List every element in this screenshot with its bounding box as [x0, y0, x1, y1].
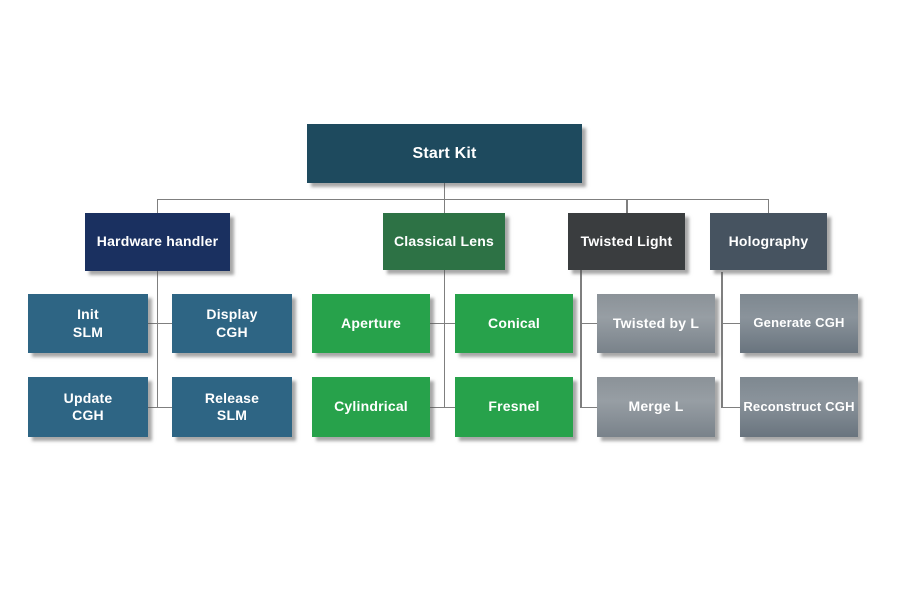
- connector-drop-hardware: [156, 198, 158, 214]
- connector-main-horizontal: [156, 198, 769, 200]
- node-generate-cgh: Generate CGH: [740, 294, 858, 353]
- node-cylindrical: Cylindrical: [312, 377, 430, 437]
- node-update-cgh: Update CGH: [28, 377, 148, 437]
- connector-root-drop: [443, 183, 445, 199]
- connector-stub-classical-row2: [430, 406, 455, 408]
- connector-trunk-classical: [443, 270, 445, 408]
- connector-drop-holography: [767, 198, 769, 214]
- connector-trunk-holography: [721, 272, 723, 408]
- node-conical: Conical: [455, 294, 573, 353]
- node-classical-lens: Classical Lens: [383, 213, 505, 270]
- connector-trunk-twisted: [580, 270, 582, 408]
- connector-trunk-hardware: [156, 271, 158, 408]
- connector-stub-hardware-row2: [148, 406, 172, 408]
- connector-stub-hardware-row1: [148, 322, 172, 324]
- node-twisted-light: Twisted Light: [568, 213, 685, 270]
- connector-stub-twisted-row2: [581, 406, 597, 408]
- node-display-cgh: Display CGH: [172, 294, 292, 353]
- connector-stub-holography-row1: [722, 322, 740, 324]
- connector-drop-twisted: [626, 198, 628, 214]
- connector-drop-classical: [443, 198, 445, 214]
- node-twisted-by-l: Twisted by L: [597, 294, 715, 353]
- connector-stub-classical-row1: [430, 322, 455, 324]
- node-hardware-handler: Hardware handler: [85, 213, 230, 271]
- node-start-kit: Start Kit: [307, 124, 582, 183]
- node-merge-l: Merge L: [597, 377, 715, 437]
- connector-stub-twisted-row1: [581, 322, 597, 324]
- node-init-slm: Init SLM: [28, 294, 148, 353]
- node-release-slm: Release SLM: [172, 377, 292, 437]
- connector-stub-holography-row2: [722, 406, 740, 408]
- node-reconstruct-cgh: Reconstruct CGH: [740, 377, 858, 437]
- node-fresnel: Fresnel: [455, 377, 573, 437]
- node-aperture: Aperture: [312, 294, 430, 353]
- node-holography: Holography: [710, 213, 827, 270]
